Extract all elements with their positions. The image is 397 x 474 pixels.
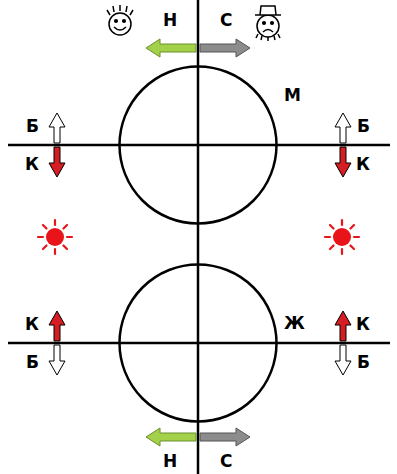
horizontal-axis (8, 144, 390, 147)
sad-face (255, 6, 281, 41)
circle-region: М (118, 65, 278, 225)
axis-letter: Н (163, 12, 177, 29)
vertical-axis (197, 0, 200, 474)
axis-letter: С (220, 453, 232, 470)
arrow-pair (49, 113, 351, 177)
circle-region: Ж (118, 263, 278, 423)
axis-letter: Б (357, 354, 370, 371)
sun-icon (325, 220, 359, 254)
axis-letter: К (356, 156, 370, 173)
axis-letter: К (356, 316, 370, 333)
region-label: Ж (284, 315, 305, 332)
horizontal-axis (8, 342, 390, 345)
circle-outline (118, 263, 278, 423)
region-label: М (284, 87, 301, 104)
axis-letter: Б (357, 118, 370, 135)
axis-letter: Б (26, 354, 39, 371)
axis-letter: Н (163, 453, 177, 470)
axis-letter: С (220, 12, 232, 29)
sun-icon (38, 220, 72, 254)
arrow-pair (146, 428, 250, 446)
circle-outline (118, 65, 278, 225)
happy-face (107, 5, 133, 35)
axis-letter: К (25, 156, 39, 173)
arrow-pair (146, 39, 250, 57)
axis-letter: Б (26, 118, 39, 135)
arrow-pair (49, 311, 351, 375)
axis-letter: К (25, 316, 39, 333)
